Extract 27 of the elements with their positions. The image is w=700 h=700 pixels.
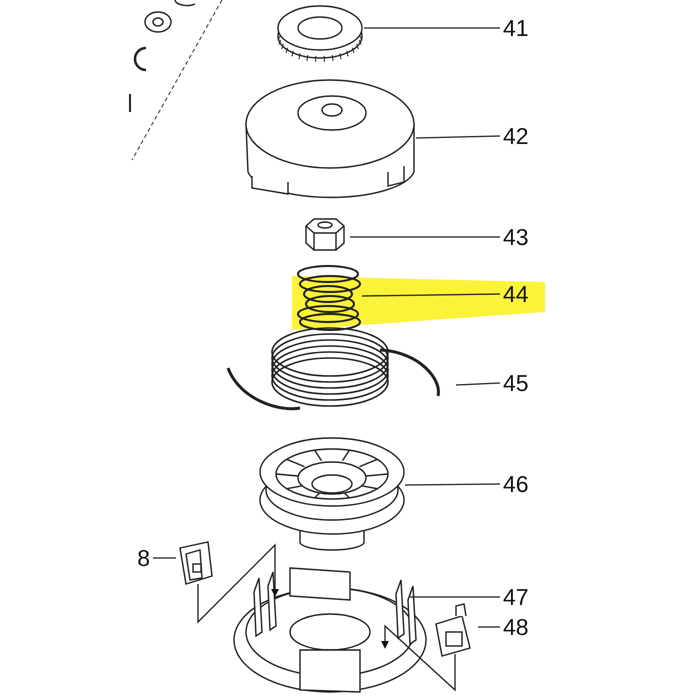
callout-number: 43: [503, 224, 529, 250]
leader-line: [478, 626, 500, 628]
callout-number: 44: [503, 281, 529, 307]
part-drawing: [245, 79, 415, 198]
callout-number: 45: [503, 370, 529, 396]
part-drawing: [305, 218, 345, 251]
part-drawing: [435, 603, 471, 657]
part-drawing: [233, 567, 427, 693]
part-drawing: [226, 327, 440, 410]
leader-line: [416, 135, 500, 139]
callout-number: 41: [503, 15, 529, 41]
assembly-arrow: [381, 624, 456, 692]
callout-number: 47: [503, 584, 529, 610]
leader-line: [456, 382, 500, 386]
leader-line: [362, 293, 500, 297]
part-drawing: [259, 437, 405, 551]
part-drawing: [277, 5, 363, 62]
callout-number: 48: [503, 614, 529, 640]
leader-line: [350, 236, 500, 238]
callout-number: 46: [503, 471, 529, 497]
assembly-arrow: [197, 543, 279, 624]
callout-number: 42: [503, 123, 529, 149]
part-drawing: [179, 541, 213, 585]
part-drawing: [297, 265, 361, 331]
leader-line: [153, 557, 176, 559]
callout-number: 8: [137, 545, 150, 571]
leader-line: [364, 27, 500, 29]
